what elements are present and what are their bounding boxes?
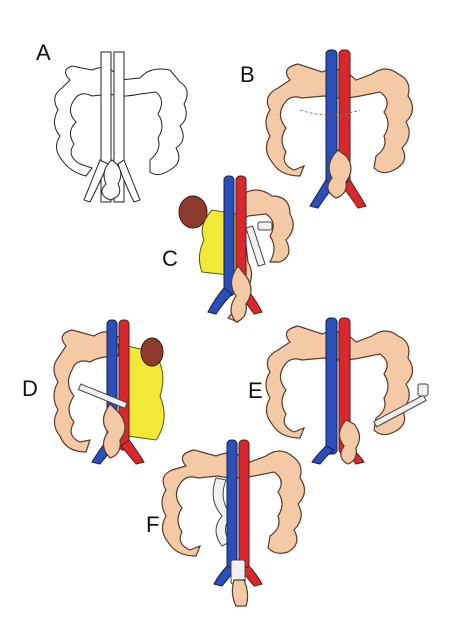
panel-b-sigmoid [327,149,352,199]
panel-e-label: E [248,378,263,403]
panel-a-vena-cava [113,51,125,203]
panel-a-label: A [36,40,51,65]
panel-a-sigmoid [101,159,122,201]
panel-e-vena-cava [325,317,338,455]
panel-d-instrument [77,383,128,409]
panel-f-label: F [146,512,159,537]
panel-d-kidney [140,337,164,367]
panel-e: E [248,317,429,465]
panel-f: F [146,439,306,607]
panel-f-colon [161,449,306,557]
panel-a-colon-outline [54,65,188,177]
panel-b-label: B [240,62,255,87]
panel-d: D [22,319,165,465]
panel-b-colon [265,63,414,177]
panel-a-aorta [100,51,112,203]
panel-c-label: C [162,246,178,271]
panel-f-aorta [238,439,250,575]
panel-b: B [240,49,414,209]
panel-d-label: D [22,376,38,401]
panel-a: A [36,40,188,203]
panel-f-vena-cava [226,439,238,575]
panel-f-rectum-stump [231,579,249,607]
panel-e-instrument [373,383,429,428]
panel-c: C [162,175,294,323]
panel-c-kidney [178,195,208,229]
panel-c-instrument [245,221,273,267]
panel-e-colon [265,325,414,439]
